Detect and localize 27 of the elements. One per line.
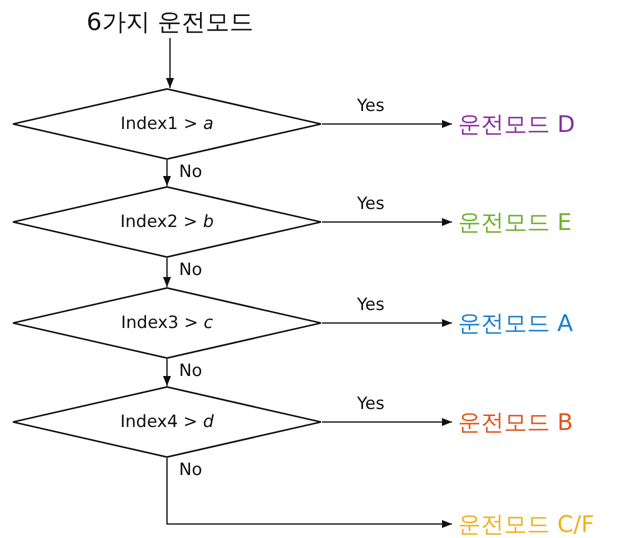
arrow bbox=[163, 258, 171, 287]
edge-label: Yes bbox=[357, 96, 384, 116]
arrow bbox=[163, 359, 171, 386]
outcome-label: 운전모드 E bbox=[458, 206, 572, 238]
edge-label: Yes bbox=[357, 194, 384, 214]
arrow bbox=[322, 319, 452, 327]
outcome-label: 운전모드 A bbox=[458, 308, 574, 338]
arrow bbox=[166, 458, 452, 528]
outcome-label: 운전모드 B bbox=[458, 406, 574, 438]
decision-diamond: Index1 > a bbox=[12, 88, 322, 160]
edge-label: No bbox=[179, 361, 202, 381]
arrow bbox=[322, 120, 452, 128]
arrow bbox=[322, 418, 452, 426]
arrow bbox=[322, 218, 452, 226]
arrow bbox=[163, 160, 171, 186]
edge-label: No bbox=[179, 260, 202, 280]
decision-diamond: Index2 > b bbox=[12, 186, 322, 258]
outcome-label: 운전모드 C/F bbox=[458, 508, 594, 538]
decision-diamond: Index4 > d bbox=[12, 386, 322, 458]
arrow bbox=[166, 38, 174, 88]
edge-label: No bbox=[179, 162, 202, 182]
edge-label: No bbox=[179, 460, 202, 480]
edge-label: Yes bbox=[357, 295, 384, 315]
start-label: 6가지 운전모드 bbox=[86, 6, 254, 38]
decision-diamond: Index3 > c bbox=[12, 287, 322, 359]
edge-label: Yes bbox=[357, 394, 384, 414]
outcome-label: 운전모드 D bbox=[458, 108, 576, 140]
